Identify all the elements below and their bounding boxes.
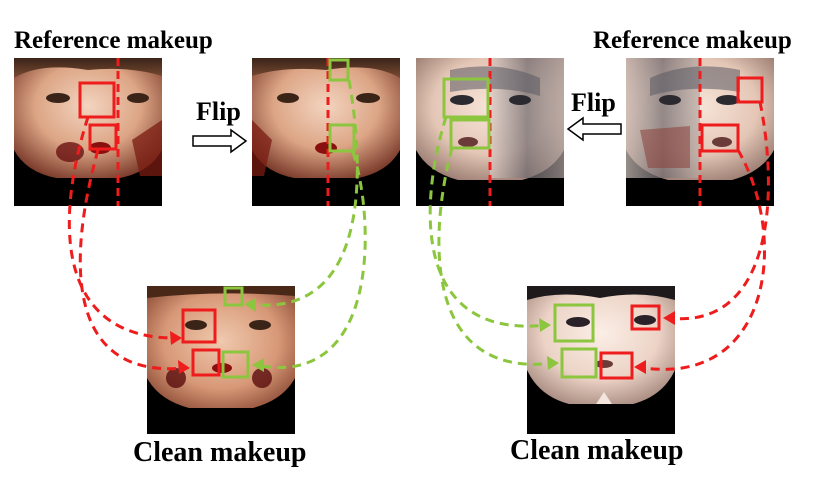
flip-label-left: Flip bbox=[196, 97, 241, 126]
clean-image-left bbox=[147, 286, 295, 434]
green-arrowhead-icon bbox=[244, 298, 256, 312]
flipped-mouth-box bbox=[328, 123, 356, 153]
green-correspondence-arrow bbox=[437, 147, 556, 366]
clean-cheek-box bbox=[599, 351, 634, 380]
red-correspondence-arrow bbox=[637, 149, 766, 371]
red-arrowhead-icon bbox=[178, 360, 190, 374]
reference-mouth-box bbox=[88, 123, 118, 151]
reference-image-left bbox=[14, 58, 162, 206]
reference-mouth-box bbox=[700, 123, 740, 153]
flipped-image-left bbox=[252, 58, 400, 206]
clean-forehead-box bbox=[223, 286, 244, 307]
flipped-image-right bbox=[416, 58, 564, 206]
reference-label-right: Reference makeup bbox=[593, 27, 792, 54]
red-correspondence-arrow bbox=[667, 101, 770, 321]
flip-arrow-right-icon bbox=[192, 128, 248, 154]
clean-label-right: Clean makeup bbox=[510, 435, 684, 466]
green-arrowhead-icon bbox=[539, 318, 551, 332]
flip-label-right: Flip bbox=[571, 88, 616, 117]
flip-arrow-left-icon bbox=[566, 116, 622, 142]
red-arrowhead-icon bbox=[663, 311, 675, 325]
clean-eye-box bbox=[553, 303, 595, 343]
reference-eye-box bbox=[78, 81, 116, 119]
green-arrowhead-icon bbox=[547, 356, 559, 370]
clean-mouth-box bbox=[560, 347, 598, 379]
clean-label-left: Clean makeup bbox=[133, 437, 307, 468]
flipped-eye-box bbox=[442, 77, 490, 119]
red-correspondence-arrow bbox=[78, 149, 187, 371]
green-correspondence-arrow bbox=[247, 79, 359, 307]
clean-eye-box bbox=[181, 308, 217, 344]
green-correspondence-arrow bbox=[428, 116, 548, 328]
flipped-mouth-box bbox=[449, 118, 491, 150]
flipped-forehead-box bbox=[328, 58, 350, 82]
reference-image-right bbox=[626, 58, 774, 206]
clean-forehead-box bbox=[630, 304, 661, 331]
red-arrowhead-icon bbox=[634, 360, 646, 374]
red-correspondence-arrow bbox=[67, 116, 179, 340]
green-arrowhead-icon bbox=[252, 358, 264, 372]
clean-cheek-box bbox=[221, 350, 250, 379]
clean-image-right bbox=[527, 286, 675, 434]
clean-mouth-box bbox=[191, 348, 221, 377]
arrowheads bbox=[170, 298, 675, 374]
reference-label-left: Reference makeup bbox=[14, 27, 213, 54]
reference-forehead-box bbox=[736, 76, 764, 104]
correspondence-arrows bbox=[67, 79, 770, 371]
red-arrowhead-icon bbox=[170, 331, 182, 345]
green-correspondence-arrow bbox=[255, 151, 367, 369]
